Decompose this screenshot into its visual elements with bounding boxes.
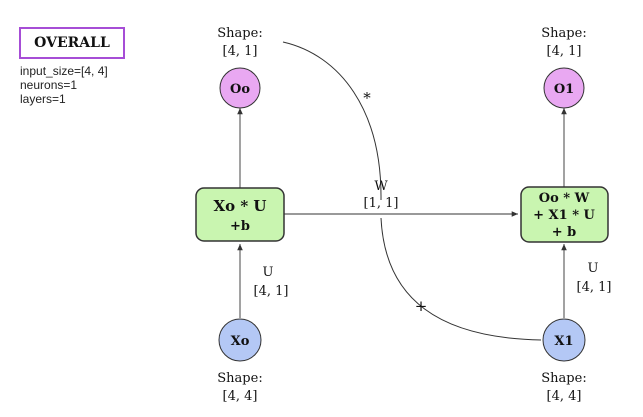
u1-label: U (588, 261, 599, 276)
node-x1 (542, 318, 586, 362)
o1-shape-value: [4, 1] (547, 44, 582, 59)
plus-symbol: + (415, 297, 428, 315)
x0-shape-value: [4, 4] (223, 389, 258, 404)
w-shape: [1, 1] (364, 196, 399, 211)
node-h1-line-2: + X1 * U (533, 208, 595, 223)
node-o1-label: O1 (554, 82, 574, 97)
node-h1-line-3: + b (552, 225, 577, 240)
node-x0 (218, 318, 262, 362)
overall-params: input_size=[4, 4] neurons=1 layers=1 (20, 64, 108, 106)
node-h0-line-2: +b (230, 219, 250, 234)
o0-shape-value: [4, 1] (223, 44, 258, 59)
overall-title: OVERALL (34, 35, 110, 51)
param-input-size: input_size=[4, 4] (20, 64, 108, 78)
o0-shape-title: Shape: (217, 26, 262, 41)
o1-shape-title: Shape: (541, 26, 586, 41)
node-h0-line-1: Xo * U (213, 197, 266, 215)
u0-shape: [4, 1] (254, 284, 289, 299)
u0-label: U (263, 265, 274, 280)
node-o0 (219, 67, 261, 109)
u1-shape: [4, 1] (577, 280, 612, 295)
curve-multiply (282, 41, 382, 201)
node-x1-label: X1 (554, 334, 573, 349)
w-label: W (374, 179, 388, 194)
overall-title-box: OVERALL (19, 27, 125, 59)
x1-shape-value: [4, 4] (547, 389, 582, 404)
param-layers: layers=1 (20, 92, 66, 106)
multiply-symbol: * (363, 89, 371, 107)
curve-plus (380, 217, 542, 341)
node-x0-label: Xo (231, 334, 250, 349)
node-o0-label: Oo (230, 82, 250, 97)
node-h1 (520, 186, 609, 243)
x0-shape-title: Shape: (217, 371, 262, 386)
node-h0 (195, 187, 285, 242)
x1-shape-title: Shape: (541, 371, 586, 386)
node-h1-line-1: Oo * W (539, 191, 590, 206)
node-o1 (543, 67, 585, 109)
param-neurons: neurons=1 (20, 78, 78, 92)
